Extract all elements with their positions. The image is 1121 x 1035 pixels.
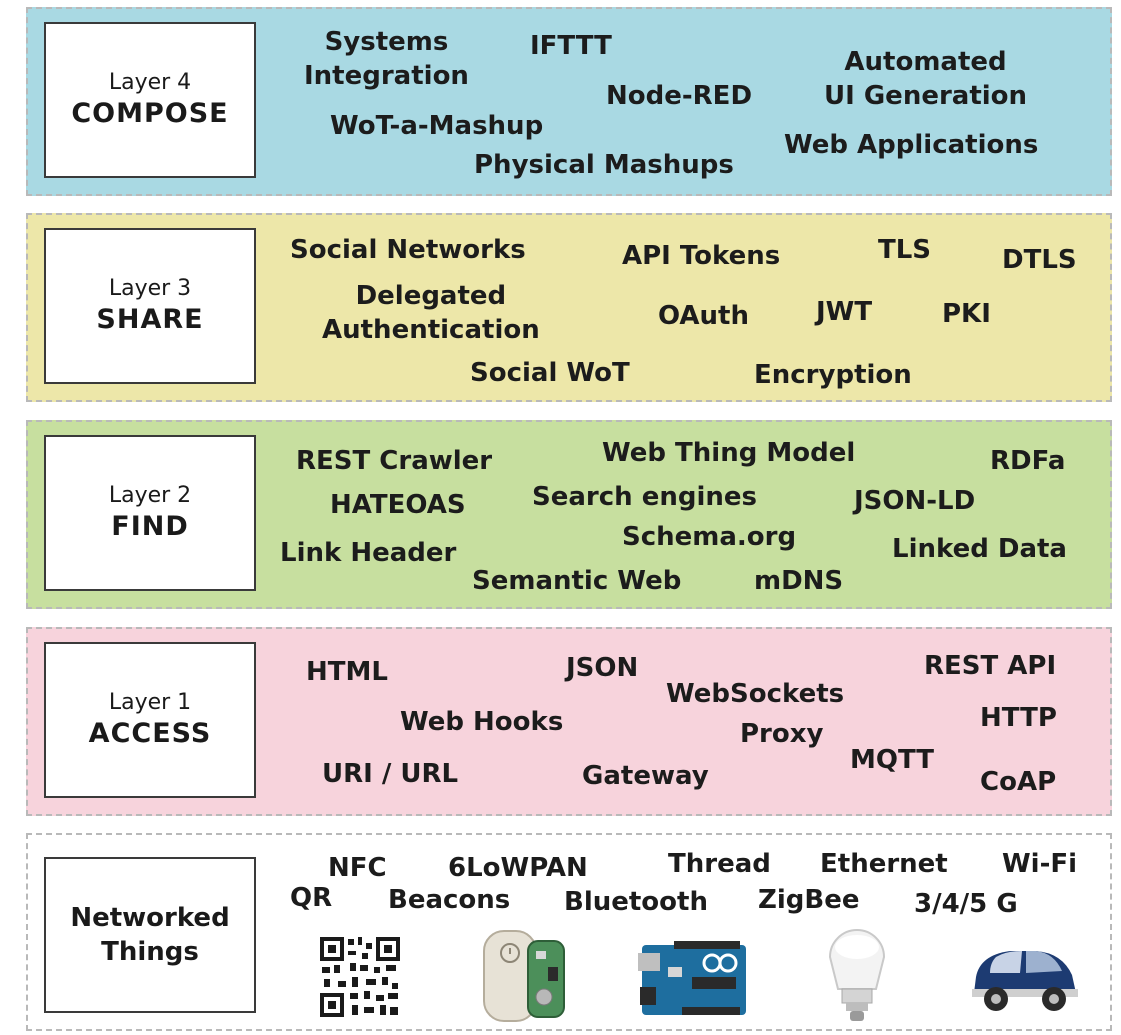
layer-3-name: SHARE [96,304,204,335]
layer-4-name: COMPOSE [71,98,229,129]
term-websockets: WebSockets [666,679,845,709]
networked-things-band: Networked Things NFC 6LoWPAN Thread Ethe… [26,833,1112,1031]
term-wot-a-mashup: WoT-a-Mashup [330,111,544,141]
term-search-engines: Search engines [532,482,757,512]
layer-1-label-box: Layer 1 ACCESS [44,642,256,798]
term-coap: CoAP [980,767,1057,797]
term-html: HTML [306,657,388,687]
layer-3-number: Layer 3 [108,276,192,301]
term-web-hooks: Web Hooks [400,707,564,737]
term-encryption: Encryption [754,360,912,390]
term-uri-url: URI / URL [322,759,459,789]
term-zigbee: ZigBee [758,885,860,915]
term-node-red: Node-RED [606,81,753,111]
term-nfc: NFC [328,853,387,883]
layer-1-access-band: Layer 1 ACCESS HTML JSON REST API WebSoc… [26,627,1112,816]
term-mqtt: MQTT [850,745,935,775]
term-proxy: Proxy [740,719,824,749]
term-thread: Thread [668,849,771,879]
term-linked-data: Linked Data [892,534,1067,564]
term-3-4-5-g: 3/4/5 G [914,889,1018,919]
term-mdns: mDNS [754,566,844,596]
term-ifttt: IFTTT [530,31,612,61]
term-automated-ui-generation: Automated UI Generation [824,47,1028,111]
term-api-tokens: API Tokens [622,241,781,271]
layer-4-number: Layer 4 [108,70,192,95]
networked-things-name: Networked Things [70,903,230,967]
term-semantic-web: Semantic Web [472,566,682,596]
connected-car-icon [972,951,1078,1011]
term-pki: PKI [942,299,991,329]
term-tls: TLS [878,235,932,265]
layer-2-label-box: Layer 2 FIND [44,435,256,591]
term-http: HTTP [980,703,1057,733]
term-wi-fi: Wi-Fi [1002,849,1078,879]
qr-code-icon [318,935,402,1019]
smart-bulb-icon [828,929,886,1021]
term-rdfa: RDFa [990,446,1066,476]
term-beacons: Beacons [388,885,511,915]
term-rest-api: REST API [924,651,1057,681]
term-bluetooth: Bluetooth [564,887,708,917]
term-json: JSON [566,653,639,683]
term-link-header: Link Header [280,538,457,568]
term-dtls: DTLS [1002,245,1077,275]
layer-1-number: Layer 1 [108,690,192,715]
term-jwt: JWT [816,297,873,327]
term-qr: QR [290,883,333,913]
term-physical-mashups: Physical Mashups [474,150,734,180]
term-json-ld: JSON-LD [854,486,976,516]
term-social-networks: Social Networks [290,235,526,265]
term-web-applications: Web Applications [784,130,1039,160]
term-web-thing-model: Web Thing Model [602,438,856,468]
layer-4-compose-band: Layer 4 COMPOSE Systems Integration IFTT… [26,7,1112,196]
networked-things-label-box: Networked Things [44,857,256,1013]
term-hateoas: HATEOAS [330,490,466,520]
layer-2-name: FIND [111,511,189,542]
term-schema-org: Schema.org [622,522,797,552]
term-oauth: OAuth [658,301,749,331]
beacon-device-icon [483,930,565,1022]
layer-3-share-band: Layer 3 SHARE Social Networks API Tokens… [26,213,1112,402]
term-rest-crawler: REST Crawler [296,446,493,476]
term-gateway: Gateway [582,761,709,791]
arduino-board-icon [638,941,746,1015]
layer-4-label-box: Layer 4 COMPOSE [44,22,256,178]
term-6lowpan: 6LoWPAN [448,853,588,883]
term-social-wot: Social WoT [470,358,630,388]
term-ethernet: Ethernet [820,849,948,879]
layer-2-find-band: Layer 2 FIND REST Crawler Web Thing Mode… [26,420,1112,609]
term-delegated-authentication: Delegated Authentication [322,281,540,345]
layer-3-label-box: Layer 3 SHARE [44,228,256,384]
layer-1-name: ACCESS [88,718,212,749]
term-systems-integration: Systems Integration [304,27,469,91]
layer-2-number: Layer 2 [108,483,192,508]
